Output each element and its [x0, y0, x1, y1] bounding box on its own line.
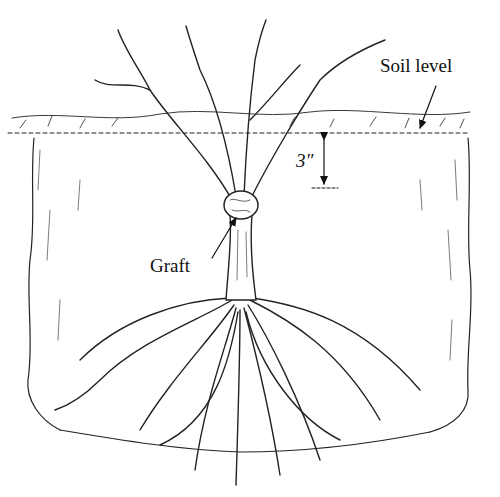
soil-level-line — [8, 133, 470, 134]
dimension-line — [323, 140, 324, 184]
graft-label: Graft — [150, 256, 190, 277]
hole-wall — [28, 138, 60, 430]
soil-level-label: Soil level — [380, 56, 452, 77]
leader-line — [212, 218, 236, 258]
roots — [55, 298, 420, 485]
dimension-tick — [312, 188, 338, 189]
hole-bottom — [60, 430, 430, 452]
hole-wall — [430, 138, 471, 432]
canes — [95, 20, 385, 200]
leader-line — [420, 86, 436, 128]
graft-union — [224, 191, 258, 219]
dimension-label: 3″ — [296, 151, 313, 172]
